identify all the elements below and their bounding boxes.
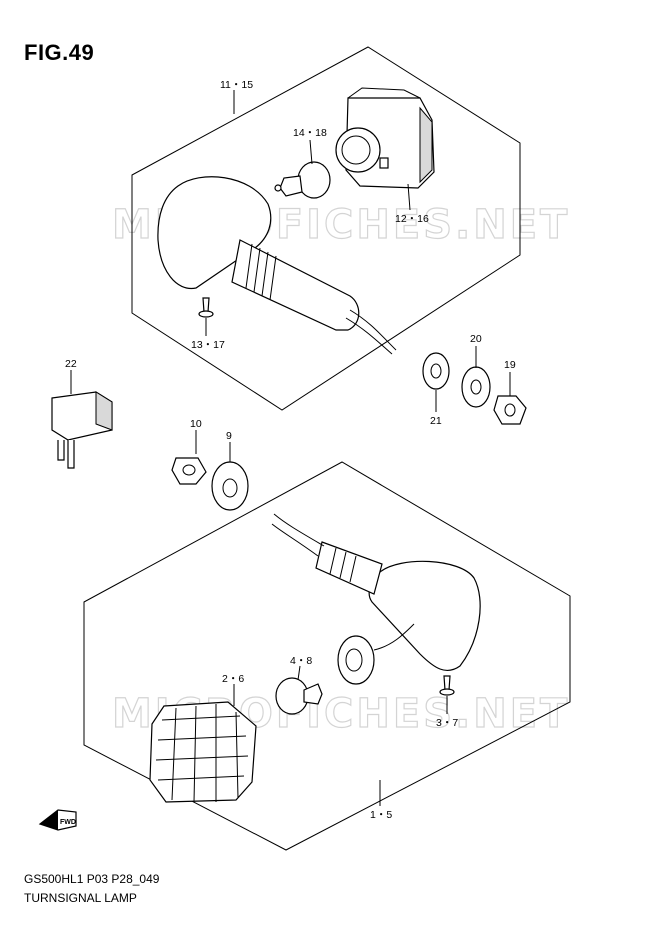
relay [51,391,113,469]
fwd-arrow-icon: FWD [38,809,77,831]
figure-number: FIG.49 [24,40,95,65]
callout-13-17: 13・17 [191,339,225,351]
screw-lower [439,675,455,696]
lens-lower [149,701,257,803]
fwd-label: FWD [60,819,76,826]
callout-20: 20 [470,333,482,345]
callout-3-7: 3・7 [436,717,458,729]
nut-19 [493,395,527,425]
callout-9: 9 [226,430,232,442]
nut-10 [171,457,207,485]
socket-lower [337,623,415,685]
washer-21 [422,352,450,390]
callout-2-6: 2・6 [222,673,244,685]
assembly-name: TURNSIGNAL LAMP [24,891,137,905]
callout-14-18: 14・18 [293,127,327,139]
screw-upper [198,297,214,318]
lamp-housing-upper [335,87,435,189]
upper-assembly-frame [131,46,521,411]
lower-assembly-frame [83,461,571,851]
callout-10: 10 [190,418,202,430]
bulb-upper [274,161,331,199]
callout-22: 22 [65,358,77,370]
lamp-body-lower [271,513,481,671]
lamp-body-upper [157,176,397,355]
leader-lines [70,90,511,806]
callout-12-16: 12・16 [395,213,429,225]
callout-19: 19 [504,359,516,371]
drawing-code: GS500HL1 P03 P28_049 [24,872,160,886]
grommet-9 [211,461,249,511]
washer-20 [461,366,491,408]
bulb-lower [275,677,323,715]
callout-21: 21 [430,415,442,427]
callout-1-5: 1・5 [370,809,392,821]
callout-4-8: 4・8 [290,655,312,667]
callout-11-15: 11・15 [220,79,253,91]
